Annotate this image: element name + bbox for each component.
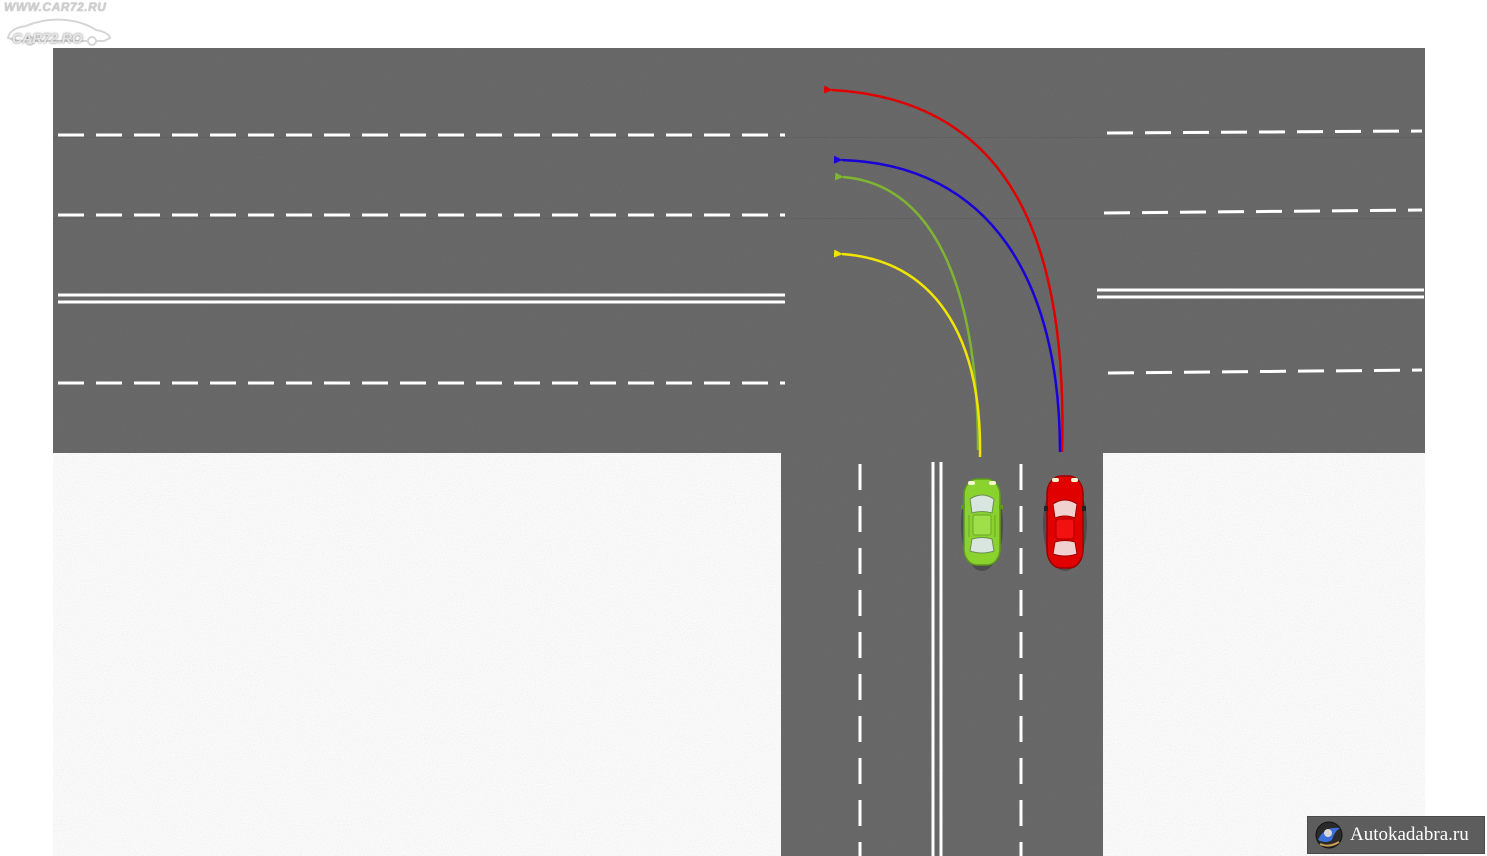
road-asphalt <box>53 48 1425 856</box>
autokadabra-logo-icon <box>1315 821 1343 849</box>
side-road-markings <box>858 462 1023 856</box>
watermark-logo-text: CAR72.RO <box>12 30 83 46</box>
watermark-car-icon <box>6 18 112 46</box>
blue-turn-path <box>833 155 1062 453</box>
lane-markings-left <box>58 133 785 385</box>
red-turn-path <box>823 85 1064 453</box>
watermark-url: WWW.CAR72.RU <box>4 0 107 14</box>
dashed-line <box>1103 208 1423 215</box>
main-road <box>53 48 1425 453</box>
lane-markings-right <box>1097 129 1424 375</box>
road-seam-mid <box>53 218 1425 219</box>
red-car <box>1043 475 1087 571</box>
green-car <box>961 478 1003 571</box>
watermark: WWW.CAR72.RU CAR72.RO <box>4 0 112 46</box>
road-seam-top <box>53 137 1425 138</box>
dashed-line <box>1106 129 1423 135</box>
brand-badge[interactable]: Autokadabra.ru <box>1307 816 1485 854</box>
brand-text: Autokadabra.ru <box>1350 824 1469 845</box>
dashed-line <box>1107 368 1423 375</box>
yellow-turn-path <box>833 249 982 458</box>
